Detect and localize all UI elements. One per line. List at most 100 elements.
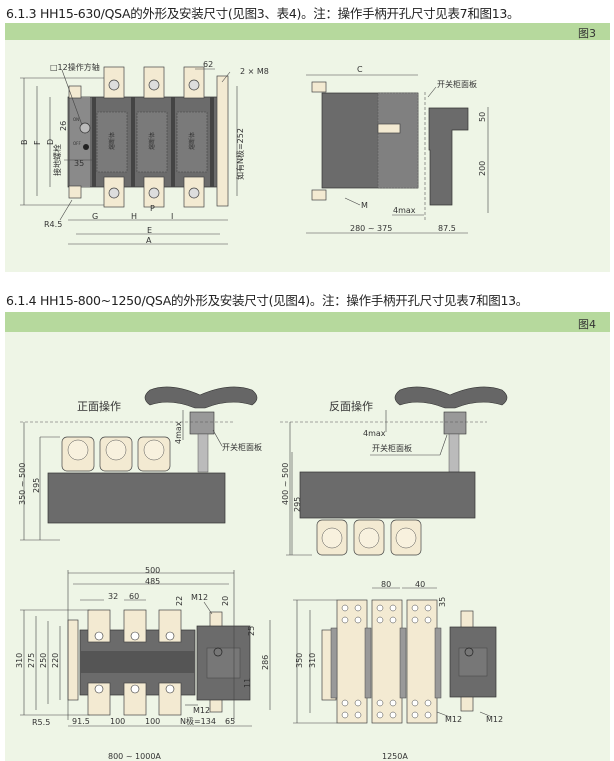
operating-block <box>70 97 90 187</box>
gap-4max: 4max <box>363 429 386 438</box>
dim-280-375: 280 ~ 375 <box>350 224 392 233</box>
dim-22: 22 <box>175 596 184 606</box>
fig3-side-view: C 开关柜面板 50 200 M 4max 280 ~ 375 87.5 <box>306 65 489 234</box>
panel-label: 开关柜面板 <box>222 442 262 452</box>
bolt-m12: M12 <box>193 706 210 715</box>
handle <box>428 107 469 206</box>
terminals <box>87 609 182 716</box>
handle-icon <box>144 386 258 409</box>
n-pole-134: N极=134 <box>180 716 216 726</box>
n-pole-strip <box>216 75 229 207</box>
gap-4max: 4max <box>393 206 416 215</box>
rotary-icon <box>464 647 474 657</box>
dim-P: P <box>150 204 155 213</box>
radius-label: R4.5 <box>44 220 62 229</box>
shaft-label: □12操作方轴 <box>50 62 100 72</box>
dim-295: 295 <box>293 497 302 512</box>
fuse-label: 熔断体 <box>188 132 196 150</box>
shaft <box>377 123 401 134</box>
dim-200: 200 <box>478 161 487 176</box>
fig4-rear-operation: 反面操作 400 ~ 500 295 4max 开关柜面板 <box>280 386 508 556</box>
figure-4-bar: 图4 <box>5 312 610 332</box>
rear-op-title: 反面操作 <box>329 399 373 413</box>
switch-box <box>449 626 497 698</box>
gap-4max: 4max <box>174 421 183 444</box>
fig4-front-operation: 正面操作 350 ~ 500 295 4max 开关柜面板 <box>18 386 262 541</box>
dim-26: 26 <box>59 121 68 131</box>
figure-3-label: 图3 <box>578 27 596 40</box>
dim-310: 310 <box>15 653 24 668</box>
fuse-labels: 熔断体 熔断体 熔断体 <box>108 132 196 150</box>
dim-35: 35 <box>438 597 447 607</box>
bolt-holes <box>341 604 432 719</box>
fuse-label: 熔断体 <box>108 132 116 150</box>
dim-E: E <box>147 226 152 235</box>
dim-220: 220 <box>51 653 60 668</box>
dim-62: 62 <box>203 60 213 69</box>
fuse-units <box>61 436 171 472</box>
dim-A: A <box>146 236 152 245</box>
section-heading-6-1-4: 6.1.4 HH15-800~1250/QSA的外形及安装尺寸(见图4)。注：操… <box>6 293 528 308</box>
figure-3-bar: 图3 <box>5 23 610 40</box>
caption-1250a: 1250A <box>382 752 408 761</box>
bolt-label: 2 × M8 <box>240 67 269 76</box>
dim-400-500: 400 ~ 500 <box>281 463 290 505</box>
caption-800-1000a: 800 ~ 1000A <box>108 752 161 761</box>
dim-80: 80 <box>381 580 391 589</box>
dim-100: 100 <box>110 717 125 726</box>
panel-label: 开关柜面板 <box>437 79 477 89</box>
bolt-m12: M12 <box>486 715 503 724</box>
dim-C: C <box>357 65 363 74</box>
dim-65: 65 <box>225 717 235 726</box>
ground-bolt-icon <box>83 144 89 150</box>
dim-350: 350 <box>295 653 304 668</box>
n-pole-label: 如有N极=252 <box>235 128 245 180</box>
bolt-m12: M12 <box>445 715 462 724</box>
radius-r5-5: R5.5 <box>32 718 50 727</box>
bolt-m12: M12 <box>191 593 208 602</box>
dim-20: 20 <box>221 596 230 606</box>
handle-icon <box>394 386 508 409</box>
dim-250: 250 <box>39 653 48 668</box>
dim-310: 310 <box>308 653 317 668</box>
dim-G: G <box>92 212 98 221</box>
fuse-label: 熔断体 <box>148 132 156 150</box>
dim-H: H <box>131 212 137 221</box>
front-op-title: 正面操作 <box>77 399 121 413</box>
panel-label: 开关柜面板 <box>372 443 412 453</box>
dim-D: D <box>46 139 55 145</box>
fig4-plan-800-1000a: 500 485 32 60 M12 22 20 310 275 250 220 … <box>15 566 271 761</box>
dim-I: I <box>171 212 173 221</box>
dim-11: 11 <box>243 678 252 688</box>
dim-295: 295 <box>32 478 41 493</box>
dim-275: 275 <box>27 653 36 668</box>
shaft-icon <box>79 122 91 134</box>
terminals <box>68 66 205 208</box>
dim-91-5: 91.5 <box>72 717 90 726</box>
dim-35: 35 <box>74 159 84 168</box>
on-label: ON <box>73 117 79 122</box>
dim-F: F <box>33 140 42 145</box>
dim-500: 500 <box>145 566 160 575</box>
dim-87-5: 87.5 <box>438 224 456 233</box>
dim-100: 100 <box>145 717 160 726</box>
dim-B: B <box>20 140 29 146</box>
dim-286: 286 <box>261 655 270 670</box>
ground-label: 接地螺栓 <box>52 144 62 176</box>
dim-60: 60 <box>129 592 139 601</box>
dim-32: 32 <box>108 592 118 601</box>
dim-25: 25 <box>247 626 256 636</box>
fuse-units <box>316 519 422 556</box>
dim-485: 485 <box>145 577 160 586</box>
bolt-M: M <box>361 201 368 210</box>
fig3-front-view: ON OFF 熔断体 熔断体 熔断体 □12操作方轴 62 2 × M8 B F… <box>20 60 269 245</box>
dim-350-500: 350 ~ 500 <box>18 463 27 505</box>
dim-40: 40 <box>415 580 425 589</box>
fig4-plan-1250a: 80 40 35 350 310 M12 M12 1250A <box>293 580 503 761</box>
figure-4-label: 图4 <box>578 318 596 331</box>
off-label: OFF <box>73 141 81 146</box>
pole-units <box>92 97 214 187</box>
section-heading-6-1-3: 6.1.3 HH15-630/QSA的外形及安装尺寸(见图3、表4)。注：操作手… <box>6 6 520 21</box>
rotary-icon <box>213 647 223 657</box>
